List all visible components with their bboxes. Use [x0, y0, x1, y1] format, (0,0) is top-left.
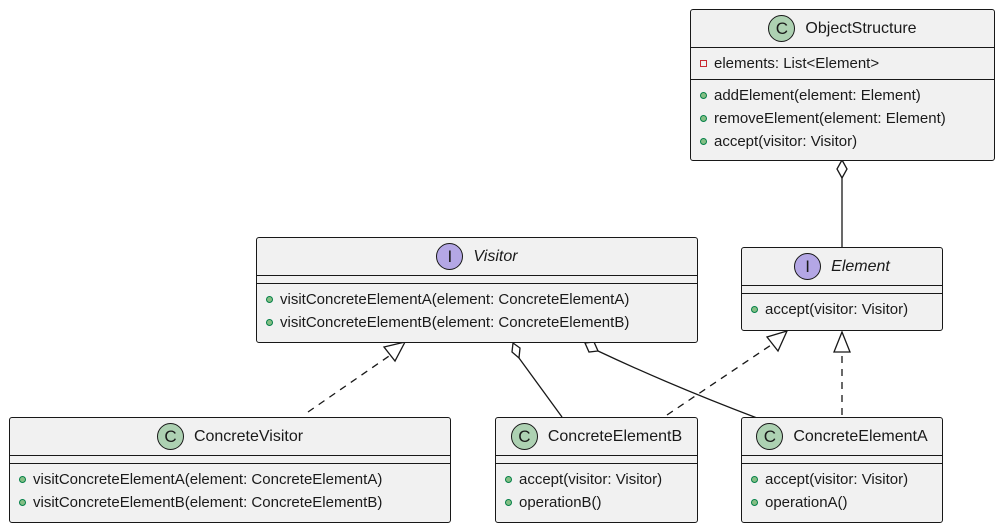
methods-section: visitConcreteElementA(element: ConcreteE…	[257, 284, 697, 338]
fields-section	[742, 456, 942, 463]
class-stereotype-icon: C	[156, 423, 184, 450]
public-visibility-icon	[505, 476, 512, 483]
realization-arrow-element-a	[833, 330, 851, 353]
methods-section: accept(visitor: Visitor) operationB()	[496, 464, 697, 518]
method-row: accept(visitor: Visitor)	[742, 298, 942, 321]
class-stereotype-icon: C	[756, 423, 784, 450]
class-name: ConcreteElementB	[547, 427, 683, 445]
method-text: operationA()	[765, 494, 848, 511]
public-visibility-icon	[505, 499, 512, 506]
method-row: operationA()	[742, 491, 942, 514]
class-name: ConcreteVisitor	[193, 427, 304, 445]
aggregation-diamond-visitor-b	[511, 341, 521, 360]
method-row: visitConcreteElementA(element: ConcreteE…	[10, 468, 450, 491]
class-concreteelementb[interactable]: C ConcreteElementB accept(visitor: Visit…	[495, 417, 698, 523]
fields-section	[496, 456, 697, 463]
methods-section: visitConcreteElementA(element: ConcreteE…	[10, 464, 450, 518]
method-text: operationB()	[519, 494, 602, 511]
method-text: visitConcreteElementB(element: ConcreteE…	[33, 494, 383, 511]
aggregation-visitor-concreteelementa	[597, 350, 758, 419]
public-visibility-icon	[19, 476, 26, 483]
private-visibility-icon	[700, 60, 707, 67]
class-objectstructure[interactable]: C ObjectStructure elements: List<Element…	[690, 9, 995, 161]
methods-section: accept(visitor: Visitor) operationA()	[742, 464, 942, 518]
field-row: elements: List<Element>	[691, 52, 994, 75]
realization-concretevisitor-visitor	[307, 353, 393, 413]
aggregation-diamond-objectstructure	[836, 158, 848, 180]
public-visibility-icon	[700, 92, 707, 99]
class-concreteelementa[interactable]: C ConcreteElementA accept(visitor: Visit…	[741, 417, 943, 523]
method-text: removeElement(element: Element)	[714, 110, 946, 127]
method-row: operationB()	[496, 491, 697, 514]
class-header: I Visitor	[257, 238, 697, 275]
method-row: visitConcreteElementB(element: ConcreteE…	[10, 491, 450, 514]
method-text: visitConcreteElementA(element: ConcreteE…	[33, 471, 383, 488]
aggregation-diamond-visitor-a	[584, 341, 599, 353]
public-visibility-icon	[266, 296, 273, 303]
public-visibility-icon	[266, 319, 273, 326]
public-visibility-icon	[700, 115, 707, 122]
interface-stereotype-icon: I	[794, 253, 822, 280]
realization-arrow-element-b	[765, 329, 789, 353]
public-visibility-icon	[700, 138, 707, 145]
method-text: accept(visitor: Visitor)	[765, 301, 909, 318]
class-name: Element	[831, 257, 890, 275]
class-header: I Element	[742, 248, 942, 285]
class-header: C ObjectStructure	[691, 10, 994, 47]
class-header: C ConcreteElementB	[496, 418, 697, 455]
interface-visitor[interactable]: I Visitor visitConcreteElementA(element:…	[256, 237, 698, 343]
methods-section: addElement(element: Element) removeEleme…	[691, 80, 994, 157]
method-row: accept(visitor: Visitor)	[496, 468, 697, 491]
public-visibility-icon	[751, 499, 758, 506]
realization-concreteelementb-element	[666, 342, 775, 416]
aggregation-visitor-concreteelementb	[518, 357, 563, 418]
class-stereotype-icon: C	[768, 15, 796, 42]
method-text: addElement(element: Element)	[714, 87, 921, 104]
class-header: C ConcreteElementA	[742, 418, 942, 455]
method-text: accept(visitor: Visitor)	[519, 471, 663, 488]
fields-section	[10, 456, 450, 463]
fields-section: elements: List<Element>	[691, 48, 994, 79]
method-text: accept(visitor: Visitor)	[765, 471, 909, 488]
method-row: accept(visitor: Visitor)	[691, 130, 994, 153]
public-visibility-icon	[751, 476, 758, 483]
field-text: elements: List<Element>	[714, 55, 880, 72]
realization-arrow-visitor	[382, 341, 407, 363]
class-name: ObjectStructure	[805, 19, 917, 37]
method-row: removeElement(element: Element)	[691, 107, 994, 130]
method-text: visitConcreteElementA(element: ConcreteE…	[280, 291, 630, 308]
interface-stereotype-icon: I	[436, 243, 464, 270]
class-name: Visitor	[473, 247, 518, 265]
public-visibility-icon	[19, 499, 26, 506]
class-concretevisitor[interactable]: C ConcreteVisitor visitConcreteElementA(…	[9, 417, 451, 523]
method-row: visitConcreteElementB(element: ConcreteE…	[257, 311, 697, 334]
public-visibility-icon	[751, 306, 758, 313]
class-header: C ConcreteVisitor	[10, 418, 450, 455]
class-stereotype-icon: C	[510, 423, 538, 450]
method-text: visitConcreteElementB(element: ConcreteE…	[280, 314, 630, 331]
methods-section: accept(visitor: Visitor)	[742, 294, 942, 325]
method-row: visitConcreteElementA(element: ConcreteE…	[257, 288, 697, 311]
fields-section	[257, 276, 697, 283]
method-text: accept(visitor: Visitor)	[714, 133, 858, 150]
class-name: ConcreteElementA	[793, 427, 928, 445]
fields-section	[742, 286, 942, 293]
method-row: accept(visitor: Visitor)	[742, 468, 942, 491]
method-row: addElement(element: Element)	[691, 84, 994, 107]
interface-element[interactable]: I Element accept(visitor: Visitor)	[741, 247, 943, 331]
